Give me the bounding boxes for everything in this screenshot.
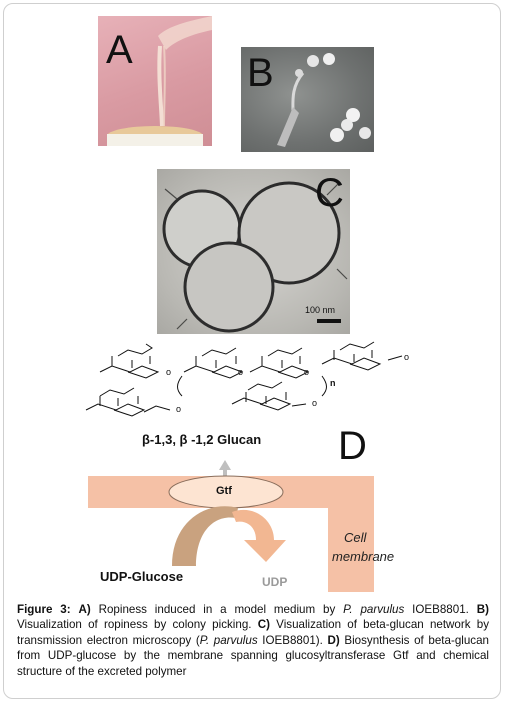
tem-cells-illustration [162, 181, 348, 333]
panel-b-letter: B [247, 51, 274, 95]
gtf-label: Gtf [216, 485, 232, 497]
panel-c-letter: C [315, 171, 344, 215]
cell-membrane [88, 476, 374, 592]
cell-label: Cell [344, 530, 367, 545]
panel-b-photo: B [241, 47, 374, 152]
caption-c-label: C) [257, 618, 270, 632]
caption-c-text: Visualization of beta-glucan network by … [17, 618, 489, 647]
substrate-arrow [172, 506, 238, 566]
product-arrow [232, 509, 286, 562]
caption-a-text: Ropiness induced in a model medium by [98, 603, 336, 616]
caption-a-label: A) [78, 603, 91, 616]
caption-b-label: B) [476, 603, 489, 616]
export-arrow [219, 460, 231, 480]
repeat-unit-subscript: n [330, 378, 336, 388]
caption-b-text: Visualization of ropiness by colony pick… [17, 618, 252, 632]
caption-a-species: P. parvulus [343, 603, 405, 616]
caption-c-strain: IOEB8801). [262, 633, 323, 647]
caption-a-strain: IOEB8801. [412, 603, 469, 616]
panel-d-letter: D [338, 424, 367, 468]
udp-label: UDP [262, 575, 288, 589]
caption-d-label: D) [327, 633, 340, 647]
ropy-liquid-illustration [107, 16, 212, 146]
caption-figure-label: Figure 3: [17, 603, 71, 616]
glucan-label: β-1,3, β -1,2 Glucan [142, 432, 262, 447]
panel-a-photo: A [98, 16, 212, 146]
udp-glucose-label: UDP-Glucose [100, 569, 184, 584]
caption-c-species: P. parvulus [199, 633, 258, 647]
scale-bar-label: 100 nm [305, 305, 336, 315]
caption-d-text: Biosynthesis of beta-glucan from UDP-glu… [17, 633, 489, 678]
figure-caption: Figure 3: A) Ropiness induced in a model… [17, 602, 489, 679]
panel-c-tem-image: C 100 nm [157, 169, 350, 334]
biosynthesis-scheme [88, 460, 374, 592]
panel-a-letter: A [106, 28, 133, 72]
membrane-label: membrane [332, 549, 395, 564]
colony-picking-illustration [277, 53, 371, 147]
